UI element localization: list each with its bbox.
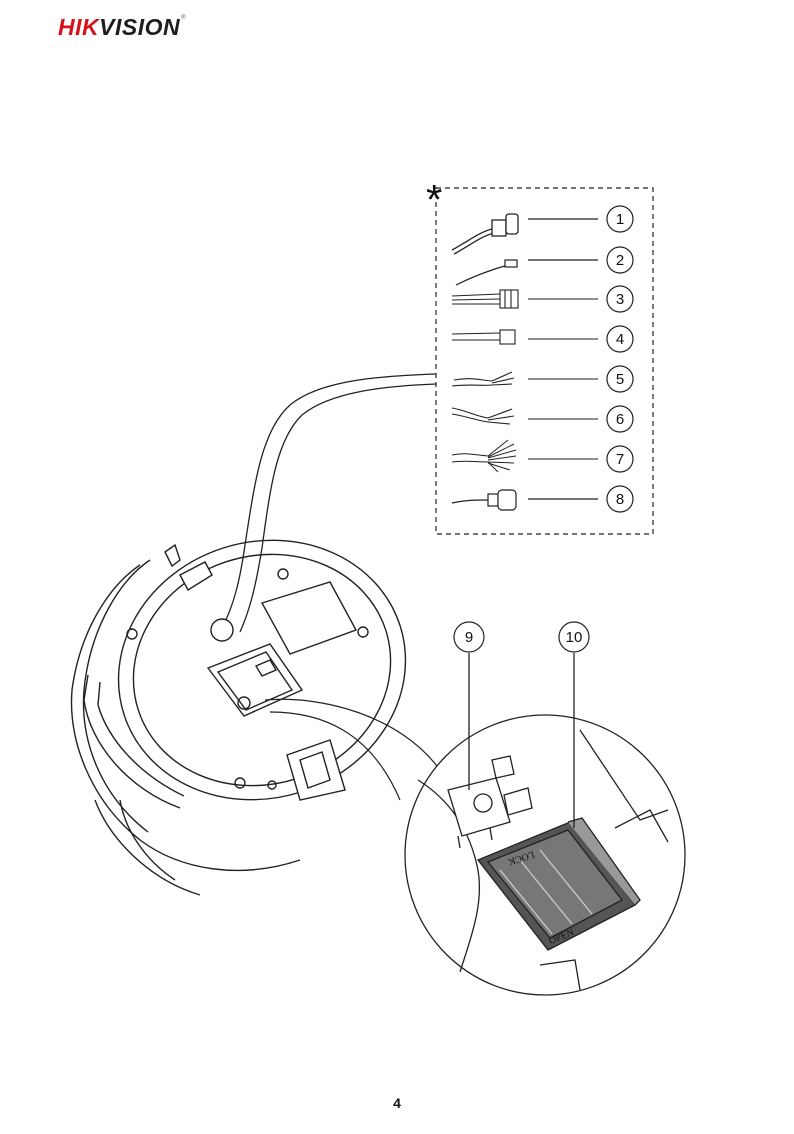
cable-bnc-connector <box>452 490 598 510</box>
callout-10: 10 <box>559 622 589 652</box>
cable-bare-wires-a <box>452 372 598 386</box>
callout-8: 8 <box>607 486 633 512</box>
svg-text:1: 1 <box>616 211 624 228</box>
cable-terminal-block-small <box>452 330 598 344</box>
callout-6: 6 <box>607 406 633 432</box>
callout-5: 5 <box>607 366 633 392</box>
asterisk-mark: * <box>426 176 442 223</box>
camera-housing <box>72 503 440 895</box>
cable-power-plug <box>456 260 598 285</box>
svg-text:9: 9 <box>465 629 473 646</box>
svg-text:4: 4 <box>616 331 624 348</box>
svg-text:3: 3 <box>616 291 624 308</box>
cable-bare-wires-b <box>452 408 598 424</box>
callout-1: 1 <box>607 206 633 232</box>
svg-text:10: 10 <box>566 629 583 646</box>
page-number: 4 <box>0 1095 794 1111</box>
svg-text:8: 8 <box>616 491 624 508</box>
svg-text:5: 5 <box>616 371 624 388</box>
svg-text:2: 2 <box>616 252 624 269</box>
cable-terminal-block-large <box>452 290 598 308</box>
callout-2: 2 <box>607 247 633 273</box>
callout-3: 3 <box>607 286 633 312</box>
magnified-detail: LOCK OPEN <box>405 653 685 995</box>
cable-multi-wire-bundle <box>452 440 598 472</box>
cable-network-connector <box>452 214 598 254</box>
svg-text:7: 7 <box>616 451 624 468</box>
callout-7: 7 <box>607 446 633 472</box>
zoom-leader-lines <box>265 699 440 800</box>
callout-4: 4 <box>607 326 633 352</box>
callout-9: 9 <box>454 622 484 652</box>
svg-text:6: 6 <box>616 411 624 428</box>
